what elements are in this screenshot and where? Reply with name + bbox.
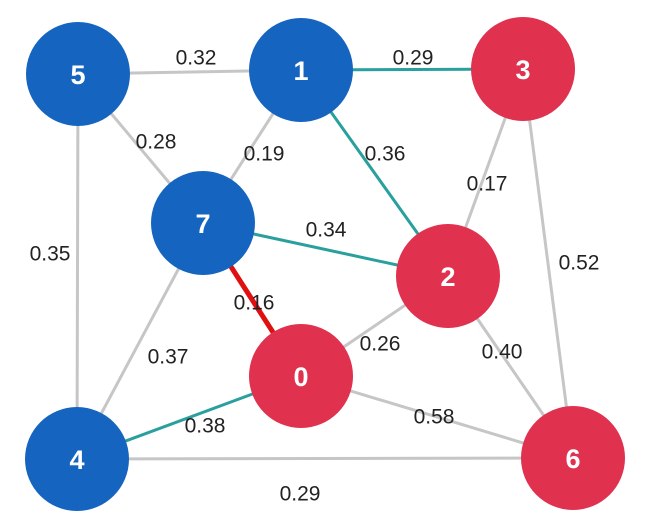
edge-weight-label: 0.16 [234, 292, 275, 315]
node-circle [396, 224, 500, 328]
node-label: 5 [70, 60, 85, 90]
graph-node-0: 0 [249, 324, 353, 428]
edge-weight-label: 0.17 [467, 173, 508, 196]
edge-weight-label: 0.29 [393, 47, 434, 70]
edge-weight-label: 0.29 [280, 483, 321, 506]
graph-node-2: 2 [396, 224, 500, 328]
edge-weight-label: 0.34 [306, 219, 347, 242]
edge-weight-label: 0.19 [244, 143, 285, 166]
node-circle [25, 407, 129, 511]
edge-weight-label: 0.58 [414, 406, 455, 429]
edge-weight-label: 0.52 [559, 252, 600, 275]
nodes-layer: 0 1 2 3 4 5 6 7 [25, 17, 625, 511]
edge-weight-label: 0.40 [482, 341, 523, 364]
edge-3-6 [521, 67, 575, 460]
edge-weight-label: 0.36 [365, 143, 406, 166]
node-label: 6 [565, 444, 580, 474]
edge-weight-label: 0.38 [185, 415, 226, 438]
node-label: 0 [293, 362, 308, 392]
node-label: 2 [440, 262, 455, 292]
edge-weight-label: 0.28 [136, 131, 177, 154]
graph-node-7: 7 [151, 171, 255, 275]
graph-node-4: 4 [25, 407, 129, 511]
node-circle [471, 17, 575, 121]
edge-weight-label: 0.35 [30, 243, 71, 266]
node-label: 1 [293, 56, 308, 86]
node-circle [26, 22, 130, 126]
edge-weight-label: 0.26 [360, 333, 401, 356]
node-label: 4 [69, 445, 84, 475]
node-circle [151, 171, 255, 275]
edge-weight-label: 0.32 [176, 47, 217, 70]
graph-node-5: 5 [26, 22, 130, 126]
graph-node-6: 6 [521, 406, 625, 510]
edge-labels-layer: 0.32 0.29 0.28 0.19 0.36 0.17 0.35 0.34 0.52 0.16… [30, 47, 600, 506]
node-circle [249, 18, 353, 122]
edge-weight-label: 0.37 [148, 346, 189, 369]
node-label: 3 [515, 55, 530, 85]
edge-4-6 [75, 456, 575, 461]
node-label: 7 [195, 209, 210, 239]
graph-node-1: 1 [249, 18, 353, 122]
node-circle [521, 406, 625, 510]
node-circle [249, 324, 353, 428]
graph-node-3: 3 [471, 17, 575, 121]
edge-5-4 [75, 72, 80, 461]
